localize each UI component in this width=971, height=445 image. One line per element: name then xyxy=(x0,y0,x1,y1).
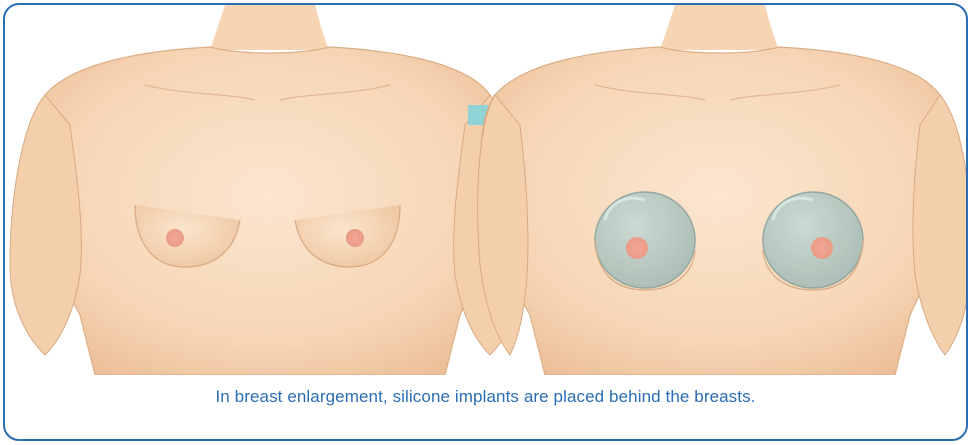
implant-right xyxy=(763,192,863,288)
illustration xyxy=(5,5,966,375)
nipple-left-after xyxy=(626,237,648,259)
nipple-right-after xyxy=(811,237,833,259)
nipple-left xyxy=(166,229,184,247)
figure-before xyxy=(10,5,525,375)
figure-caption: In breast enlargement, silicone implants… xyxy=(5,387,966,407)
implant-left xyxy=(595,192,695,288)
figure-after xyxy=(478,5,966,375)
figure-frame: In breast enlargement, silicone implants… xyxy=(3,3,968,441)
nipple-right xyxy=(346,229,364,247)
